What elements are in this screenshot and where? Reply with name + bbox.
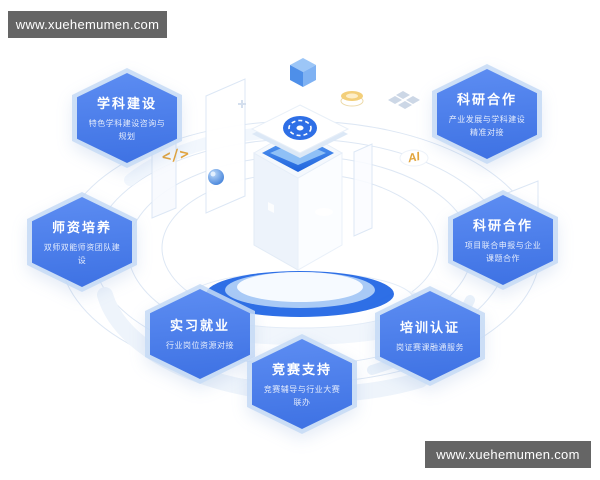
hex-subtitle: 产业发展与学科建设精准对接 [448, 114, 526, 137]
watermark-bottom-right: www.xuehemumen.com [425, 441, 591, 468]
code-icon: </> [161, 144, 190, 166]
holo-panel-mid-icon [353, 143, 373, 237]
coins-icon [340, 91, 364, 107]
hex-subtitle: 岗证赛课融通服务 [396, 343, 464, 353]
holo-panel-left-icon [205, 78, 246, 214]
hex-subtitle: 竞赛辅导与行业大赛联办 [263, 384, 341, 407]
hex-title: 科研合作 [472, 217, 533, 233]
hex-subtitle: 双师双能师资团队建设 [43, 242, 121, 265]
hex-title: 科研合作 [456, 91, 517, 107]
window-tiles-icon [388, 91, 420, 109]
hex-subtitle: 项目联合申报与企业课题合作 [464, 240, 542, 263]
hex-subtitle: 行业岗位资源对接 [166, 341, 234, 351]
hex-node-internship-employment: 实习就业 行业岗位资源对接 [145, 284, 255, 384]
hex-node-discipline-construction: 学科建设 特色学科建设咨询与规划 [72, 68, 182, 168]
hex-title: 学科建设 [96, 95, 157, 111]
hex-subtitle: 特色学科建设咨询与规划 [88, 118, 166, 141]
hex-node-research-cooperation-right: 科研合作 项目联合申报与企业课题合作 [448, 190, 558, 290]
gear-emblem-icon [283, 116, 317, 140]
watermark-top-left: www.xuehemumen.com [8, 11, 167, 38]
hex-title: 师资培养 [51, 219, 112, 235]
floating-plate [250, 104, 350, 158]
sphere-icon [208, 169, 224, 185]
hex-node-competition-support: 竞赛支持 竞赛辅导与行业大赛联办 [247, 334, 357, 434]
hex-title: 培训认证 [399, 320, 460, 336]
hex-node-teacher-training: 师资培养 双师双能师资团队建设 [27, 192, 137, 292]
hex-node-training-certification: 培训认证 岗证赛课融通服务 [375, 286, 485, 386]
hex-title: 竞赛支持 [271, 361, 332, 377]
hex-title: 实习就业 [169, 318, 230, 334]
mini-cube-icon [290, 58, 316, 87]
ai-badge-icon: AI [399, 149, 429, 167]
hex-node-research-cooperation-top: 科研合作 产业发展与学科建设精准对接 [432, 64, 542, 164]
svg-text:AI: AI [406, 149, 422, 166]
